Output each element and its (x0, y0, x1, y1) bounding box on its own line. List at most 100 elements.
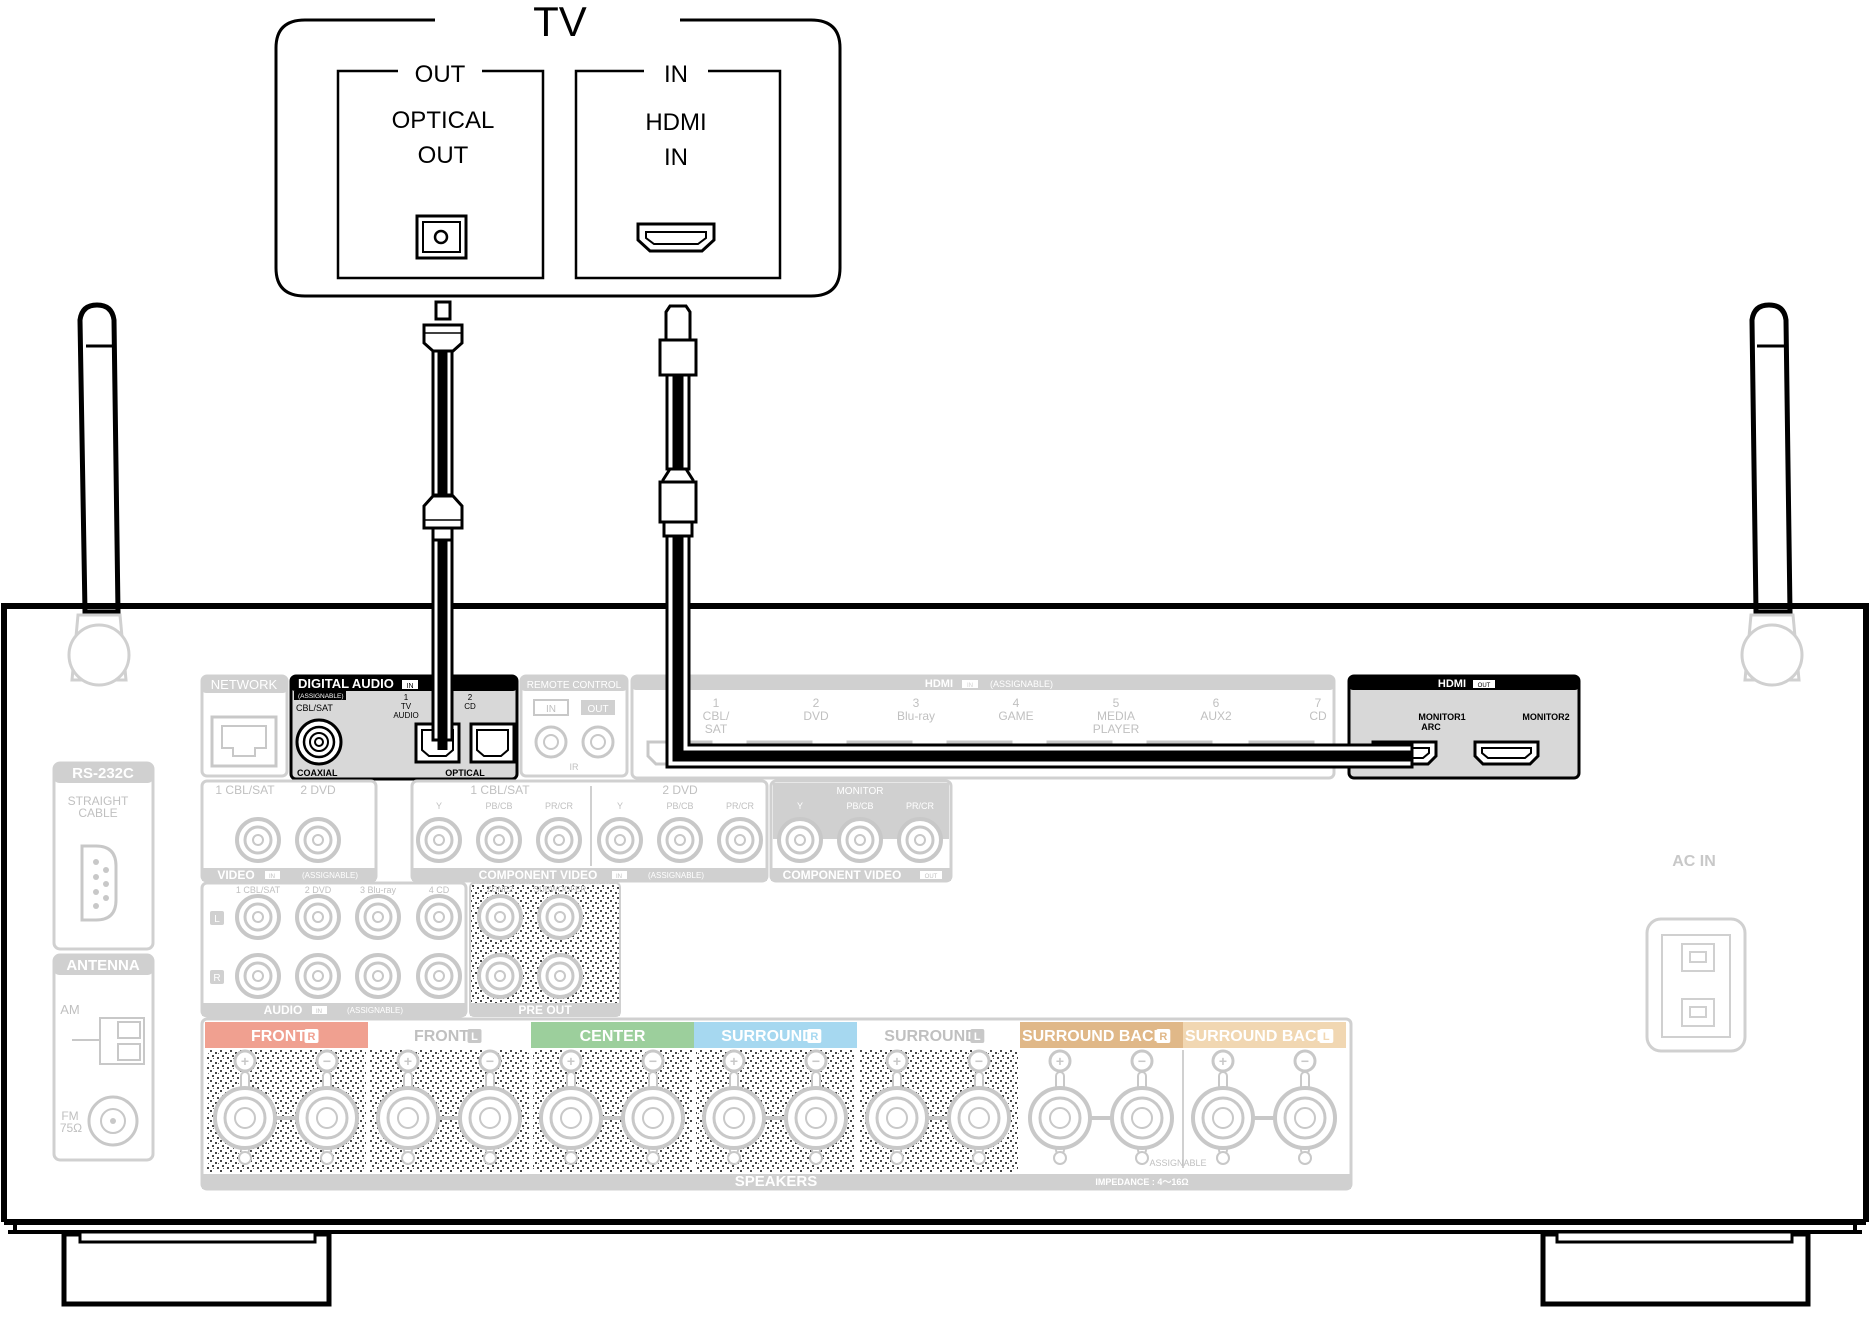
zone2-l-jack[interactable] (477, 894, 523, 940)
speaker-channel-3-minus-terminal[interactable]: − (621, 1049, 685, 1165)
tv-optical-out-port[interactable] (415, 214, 468, 260)
tv-hdmi-in-port[interactable] (636, 222, 716, 253)
speaker-channel-2-label: FRONT (414, 1028, 469, 1045)
fm-label: FM (61, 1109, 78, 1123)
audio-2-r-jack[interactable] (295, 953, 341, 999)
video-in-1-jack[interactable] (235, 817, 281, 863)
audio-3-r-jack[interactable] (355, 953, 401, 999)
component-out-footer: COMPONENT VIDEO (783, 868, 902, 882)
speaker-channel-2-plus-sign: + (404, 1053, 412, 1069)
speaker-channel-4-plus-terminal[interactable]: + (702, 1049, 766, 1165)
optical-cable[interactable] (422, 300, 464, 750)
digital-audio-panel: DIGITAL AUDIO IN (ASSIGNABLE) CBL/SAT CO… (289, 674, 519, 781)
hdmi-in-4-label: GAME (998, 709, 1033, 723)
hdmi-monitor2-label: MONITOR2 (1522, 712, 1569, 722)
audio-1-r-jack[interactable] (235, 953, 281, 999)
component-out-pr-label: PR/CR (906, 801, 935, 811)
speaker-channel-7-side: L (1323, 1031, 1330, 1043)
network-panel: NETWORK (200, 674, 289, 778)
speaker-channel-2-minus-terminal[interactable]: − (458, 1049, 522, 1165)
audio-4-l-jack[interactable] (416, 894, 462, 940)
remote-in-label: IN (546, 704, 556, 715)
optical-cd-num: 2 (468, 693, 473, 702)
rs232c-port[interactable] (80, 844, 118, 922)
hdmi-arc-label: ARC (1421, 722, 1441, 732)
speaker-channel-6-minus-sign: − (1138, 1053, 1146, 1069)
straight-cable-label-1: STRAIGHT (68, 794, 129, 808)
component-in-1-pr-jack[interactable] (536, 817, 582, 863)
hdmi-in-3-label: Blu-ray (897, 709, 935, 723)
hdmi-in-1-label: CBL/ (703, 709, 730, 723)
audio-in-panel: 1 CBL/SAT 2 DVD 3 Blu-ray 4 CD L R AUDIO… (200, 881, 468, 1018)
speaker-channel-4-side: R (810, 1031, 818, 1043)
optical-cd-port[interactable] (469, 722, 516, 764)
component-out-pb-jack[interactable] (837, 817, 883, 863)
remote-out-jack[interactable] (581, 725, 615, 759)
am-terminal[interactable] (72, 1017, 145, 1065)
rs232c-label: RS-232C (72, 765, 134, 782)
speaker-channel-1-plus-terminal[interactable]: + (213, 1049, 277, 1165)
audio-col-2-label: 2 DVD (305, 885, 332, 895)
audio-r-label: R (213, 973, 220, 984)
video-assignable: (ASSIGNABLE) (302, 871, 358, 880)
coaxial-port[interactable] (295, 718, 343, 766)
audio-1-l-jack[interactable] (235, 894, 281, 940)
receiver-foot-left (61, 1230, 332, 1307)
audio-assignable: (ASSIGNABLE) (347, 1006, 403, 1015)
component-in-group2-label: 2 DVD (662, 783, 698, 797)
component-out-y-jack[interactable] (777, 817, 823, 863)
speaker-channel-5-side: L (974, 1031, 981, 1043)
video-in-1-label: 1 CBL/SAT (215, 783, 275, 797)
receiver-foot-right (1540, 1230, 1811, 1307)
network-port[interactable] (210, 715, 278, 768)
hdmi-out-monitor2-port[interactable] (1473, 740, 1540, 766)
audio-4-r-jack[interactable] (416, 953, 462, 999)
hdmi-cable[interactable] (658, 304, 1414, 769)
hdmi-in-2-number: 2 (813, 696, 820, 710)
component-in-2-pr-jack[interactable] (717, 817, 763, 863)
audio-3-l-jack[interactable] (355, 894, 401, 940)
speaker-channel-1-minus-terminal[interactable]: − (295, 1049, 359, 1165)
hdmi-in-6-label: AUX2 (1200, 709, 1232, 723)
network-label: NETWORK (211, 677, 278, 692)
hdmi-in-badge: IN (967, 683, 973, 689)
ac-in-panel: AC IN (1645, 853, 1747, 1053)
speaker-channel-4-label: SURROUND (721, 1028, 813, 1045)
speaker-channel-6-plus-terminal[interactable]: + (1028, 1049, 1092, 1165)
component-in-1-y-jack[interactable] (416, 817, 462, 863)
speaker-channel-4-minus-sign: − (812, 1053, 820, 1069)
speaker-channel-2-plus-terminal[interactable]: + (376, 1049, 440, 1165)
fm-terminal[interactable] (87, 1095, 139, 1147)
component-in-2-y-jack[interactable] (597, 817, 643, 863)
speaker-channel-3-plus-terminal[interactable]: + (539, 1049, 603, 1165)
component-in-2-pb-jack[interactable] (657, 817, 703, 863)
fm-ohm-label: 75Ω (60, 1121, 82, 1135)
digital-audio-assignable: (ASSIGNABLE) (298, 693, 344, 700)
speaker-channel-3-minus-sign: − (649, 1053, 657, 1069)
speaker-channel-1-label: FRONT (251, 1028, 306, 1045)
hdmi-in-assignable: (ASSIGNABLE) (990, 679, 1053, 689)
speaker-channel-1-side: R (308, 1031, 316, 1043)
audio-col-3-label: 3 Blu-ray (360, 885, 397, 895)
subwoofer-2-jack[interactable] (537, 953, 583, 999)
speakers-assignable: ASSIGNABLE (1149, 1158, 1206, 1168)
remote-in-jack[interactable] (534, 725, 568, 759)
component-in-1-pb-jack[interactable] (476, 817, 522, 863)
speaker-channel-7-plus-sign: + (1219, 1053, 1227, 1069)
audio-2-l-jack[interactable] (295, 894, 341, 940)
ac-in-socket[interactable] (1645, 917, 1747, 1053)
component-in-2-pb-label: PB/CB (666, 801, 693, 811)
video-in-2-jack[interactable] (295, 817, 341, 863)
speaker-channel-7-minus-terminal[interactable]: − (1273, 1049, 1337, 1165)
audio-badge: IN (316, 1009, 322, 1015)
zone2-r-jack[interactable] (477, 953, 523, 999)
hdmi-in-5-label-2: PLAYER (1093, 722, 1140, 736)
speaker-channel-5-plus-sign: + (893, 1053, 901, 1069)
component-out-pr-jack[interactable] (897, 817, 943, 863)
component-out-y-label: Y (797, 801, 803, 811)
subwoofer-1-jack[interactable] (537, 894, 583, 940)
speaker-channel-5-minus-terminal[interactable]: − (947, 1049, 1011, 1165)
speaker-channel-5-plus-terminal[interactable]: + (865, 1049, 929, 1165)
